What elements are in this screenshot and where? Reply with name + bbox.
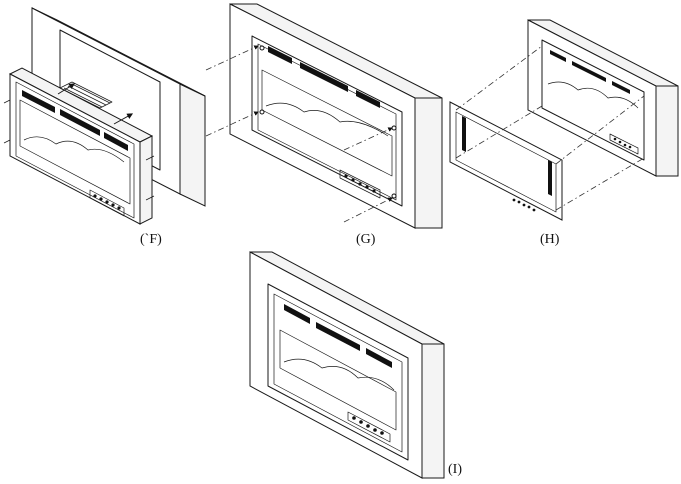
step-g-label: (G) [356, 232, 376, 247]
step-g-screw-line-4 [343, 197, 393, 223]
step-g-fireplace-unit [251, 35, 403, 207]
step-h-trim-frame [449, 101, 563, 221]
step-f-arrow-left [57, 83, 76, 95]
step-i-illustration [249, 251, 445, 479]
step-f-label: (`F) [140, 232, 162, 247]
step-h-illustration [449, 19, 679, 221]
step-f-illustration [3, 7, 206, 225]
step-i-wall [249, 251, 423, 479]
step-h-label: (H) [540, 232, 560, 247]
step-g-illustration [205, 3, 443, 229]
step-g-wall [229, 3, 416, 229]
step-g-screw-line-2 [205, 111, 259, 137]
step-g-screw-line-3 [343, 127, 393, 151]
step-h-guide-line-2 [455, 105, 543, 159]
step-h-guide-line-3 [555, 95, 645, 165]
step-i-installed-fireplace [267, 283, 409, 461]
step-f-fireplace-unit [3, 67, 155, 225]
step-f-arrow-right [113, 113, 134, 125]
step-h-guide-line-1 [455, 45, 543, 111]
step-i-label: (I) [448, 462, 462, 477]
step-h-guide-line-4 [555, 157, 645, 211]
step-g-screw-line-1 [205, 45, 259, 71]
step-h-fireplace-unit [541, 39, 645, 161]
